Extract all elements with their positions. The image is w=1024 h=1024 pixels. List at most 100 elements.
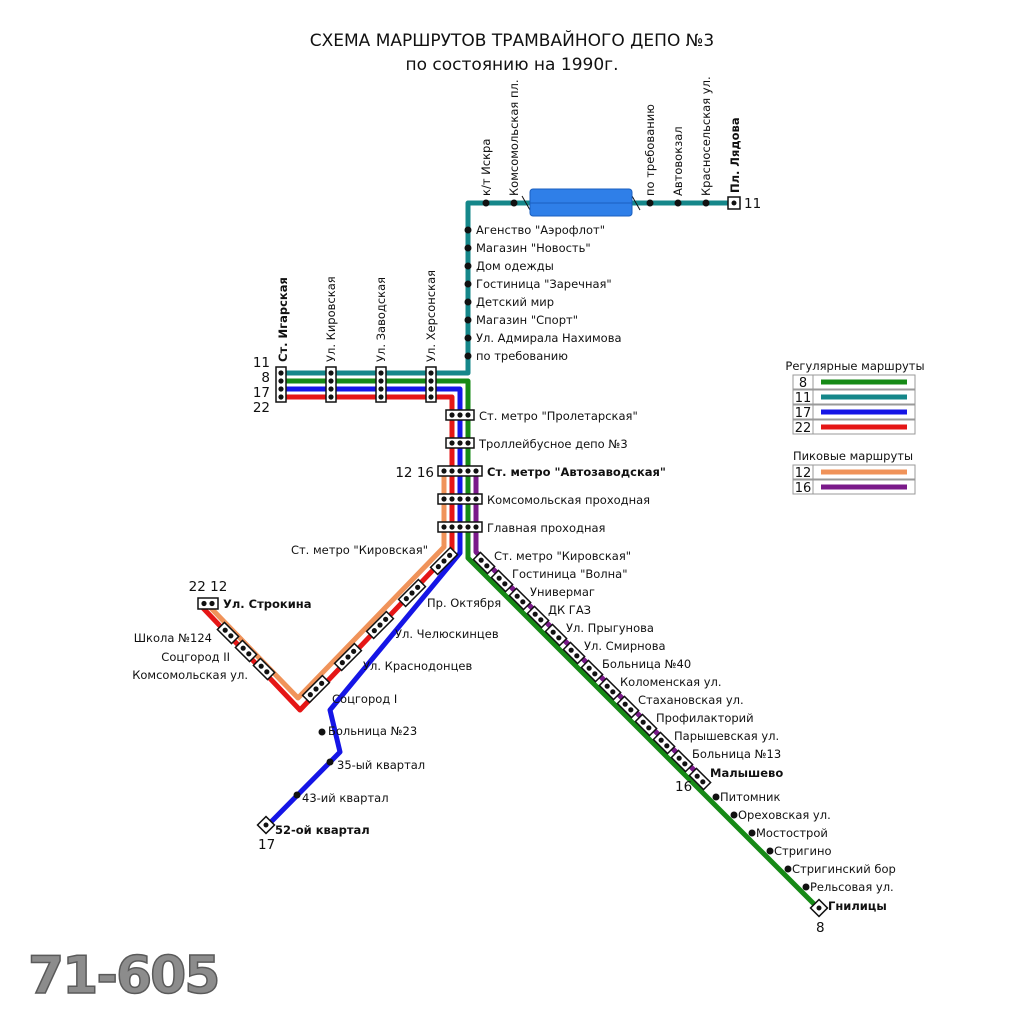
station-label-terminal: Гнилицы [828, 899, 887, 913]
stop-box [598, 677, 622, 701]
stop-box [333, 642, 363, 672]
west-stop-boxes [275, 366, 437, 403]
stop-box [437, 465, 483, 477]
station-label: Ул. Смирнова [584, 639, 666, 653]
station-label: Соцгород I [332, 692, 397, 706]
station-label: Гостиница "Заречная" [476, 277, 612, 291]
igarskaya-route-numbers: 11 8 17 22 [253, 355, 270, 416]
station-label: Агенство "Аэрофлот" [476, 223, 605, 237]
station-label: Ст. метро "Кировская" [291, 543, 428, 557]
stop-box [544, 623, 568, 647]
svg-text:11: 11 [253, 355, 270, 371]
station-label: Ул. Челюскинцев [395, 627, 499, 641]
stop-box [472, 551, 496, 575]
station-label-terminal: 52-ой квартал [275, 823, 370, 837]
stop-box [445, 437, 475, 449]
station-label: Красносельская ул. [699, 76, 713, 196]
scheme-subtitle: по состоянию на 1990г. [406, 55, 619, 75]
station-label: Дом одежды [476, 259, 554, 273]
stop-box [437, 521, 483, 533]
station-label: Больница №13 [692, 747, 781, 761]
depot [521, 188, 641, 217]
station-label-major: Ст. метро "Автозаводская" [487, 465, 666, 479]
trunk-stop-boxes [437, 409, 483, 533]
station-label: Парышевская ул. [674, 729, 779, 743]
legend-route-number: 8 [799, 376, 807, 391]
stop-box [616, 695, 640, 719]
legend-row-12: 12 [792, 464, 916, 481]
station-label: Магазин "Спорт" [476, 313, 578, 327]
stop-box [325, 366, 337, 403]
terminal-number: 17 [258, 837, 275, 853]
station-label: Ул. Заводская [374, 277, 388, 362]
station-label: Ореховская ул. [738, 808, 831, 822]
stop-box [508, 587, 532, 611]
station-label: Ул. Кировская [324, 276, 338, 362]
legend-peak-title: Пиковые маршруты [793, 449, 913, 463]
terminal-number: 22 12 [189, 579, 228, 595]
west-line-labels: Ст. Игарская Ул. Кировская Ул. Заводская… [276, 270, 438, 362]
legend-route-number: 11 [795, 391, 812, 406]
legend-route-number: 22 [795, 421, 812, 436]
legend-regular-title: Регулярные маршруты [785, 359, 924, 373]
legend-route-number: 12 [795, 466, 812, 481]
station-label: Ул. Херсонская [424, 270, 438, 362]
station-label: Коломенская ул. [620, 675, 722, 689]
station-label: Гостиница "Волна" [512, 567, 628, 581]
stop-markers [464, 196, 741, 360]
terminal-number: 11 [744, 196, 761, 212]
svg-text:8: 8 [261, 370, 270, 386]
station-label-terminal: Ул. Строкина [223, 597, 311, 611]
station-label: Питомник [720, 790, 781, 804]
stop-box [234, 639, 258, 663]
legend-route-number: 16 [795, 481, 812, 496]
station-label: Комсомольская проходная [487, 493, 650, 507]
trunk-labels: Ст. метро "Пролетарская" Троллейбусное д… [478, 409, 666, 535]
station-label: по требованию [476, 349, 568, 363]
legend-row-17: 17 [792, 404, 916, 421]
stop-box [216, 621, 240, 645]
southeast-stop-dots [712, 793, 829, 918]
station-label: Ул. Прыгунова [566, 621, 654, 635]
station-label-terminal: Пл. Лядова [728, 117, 742, 193]
svg-text:22: 22 [253, 400, 270, 416]
station-label: Соцгород II [161, 650, 230, 664]
station-label: Школа №124 [134, 631, 212, 645]
stop-box [437, 493, 483, 505]
station-label-terminal: Ст. Игарская [276, 277, 290, 362]
station-label-terminal: Малышево [710, 766, 783, 780]
station-label: Стахановская ул. [638, 693, 744, 707]
stop-box [490, 569, 514, 593]
legend-row-22: 22 [792, 419, 916, 436]
legend-row-11: 11 [792, 389, 916, 406]
stop-box [275, 366, 287, 403]
stop-box [301, 674, 331, 704]
station-label: Ст. метро "Кировская" [494, 549, 631, 563]
scheme-title: СХЕМА МАРШРУТОВ ТРАМВАЙНОГО ДЕПО №3 [310, 29, 714, 51]
stop-box [425, 366, 437, 403]
strokina-labels: Ул. Строкина Школа №124 Соцгород II Комс… [132, 597, 311, 682]
stop-box [670, 749, 694, 773]
terminal-number: 12 16 [395, 465, 434, 481]
stop-box [252, 657, 276, 681]
station-label: Троллейбусное депо №3 [478, 437, 628, 451]
legend-row-8: 8 [792, 374, 916, 391]
stop-box [375, 366, 387, 403]
station-label: Комсомольская ул. [132, 668, 248, 682]
stop-box [445, 409, 475, 421]
stop-box [562, 641, 586, 665]
station-label: Ул. Краснодонцев [363, 659, 472, 673]
top-line-labels: к/т Искра Комсомольская пл. по требовани… [479, 76, 742, 196]
watermark-logo: 71-605 [28, 946, 219, 1006]
stop-box [429, 546, 459, 576]
station-label: Пр. Октября [427, 596, 501, 610]
station-label: Профилакторий [656, 711, 754, 725]
station-label: к/т Искра [479, 139, 493, 196]
station-label: 35-ый квартал [337, 758, 425, 772]
terminal-number: 16 [675, 779, 692, 795]
station-label: Комсомольская пл. [507, 80, 521, 197]
